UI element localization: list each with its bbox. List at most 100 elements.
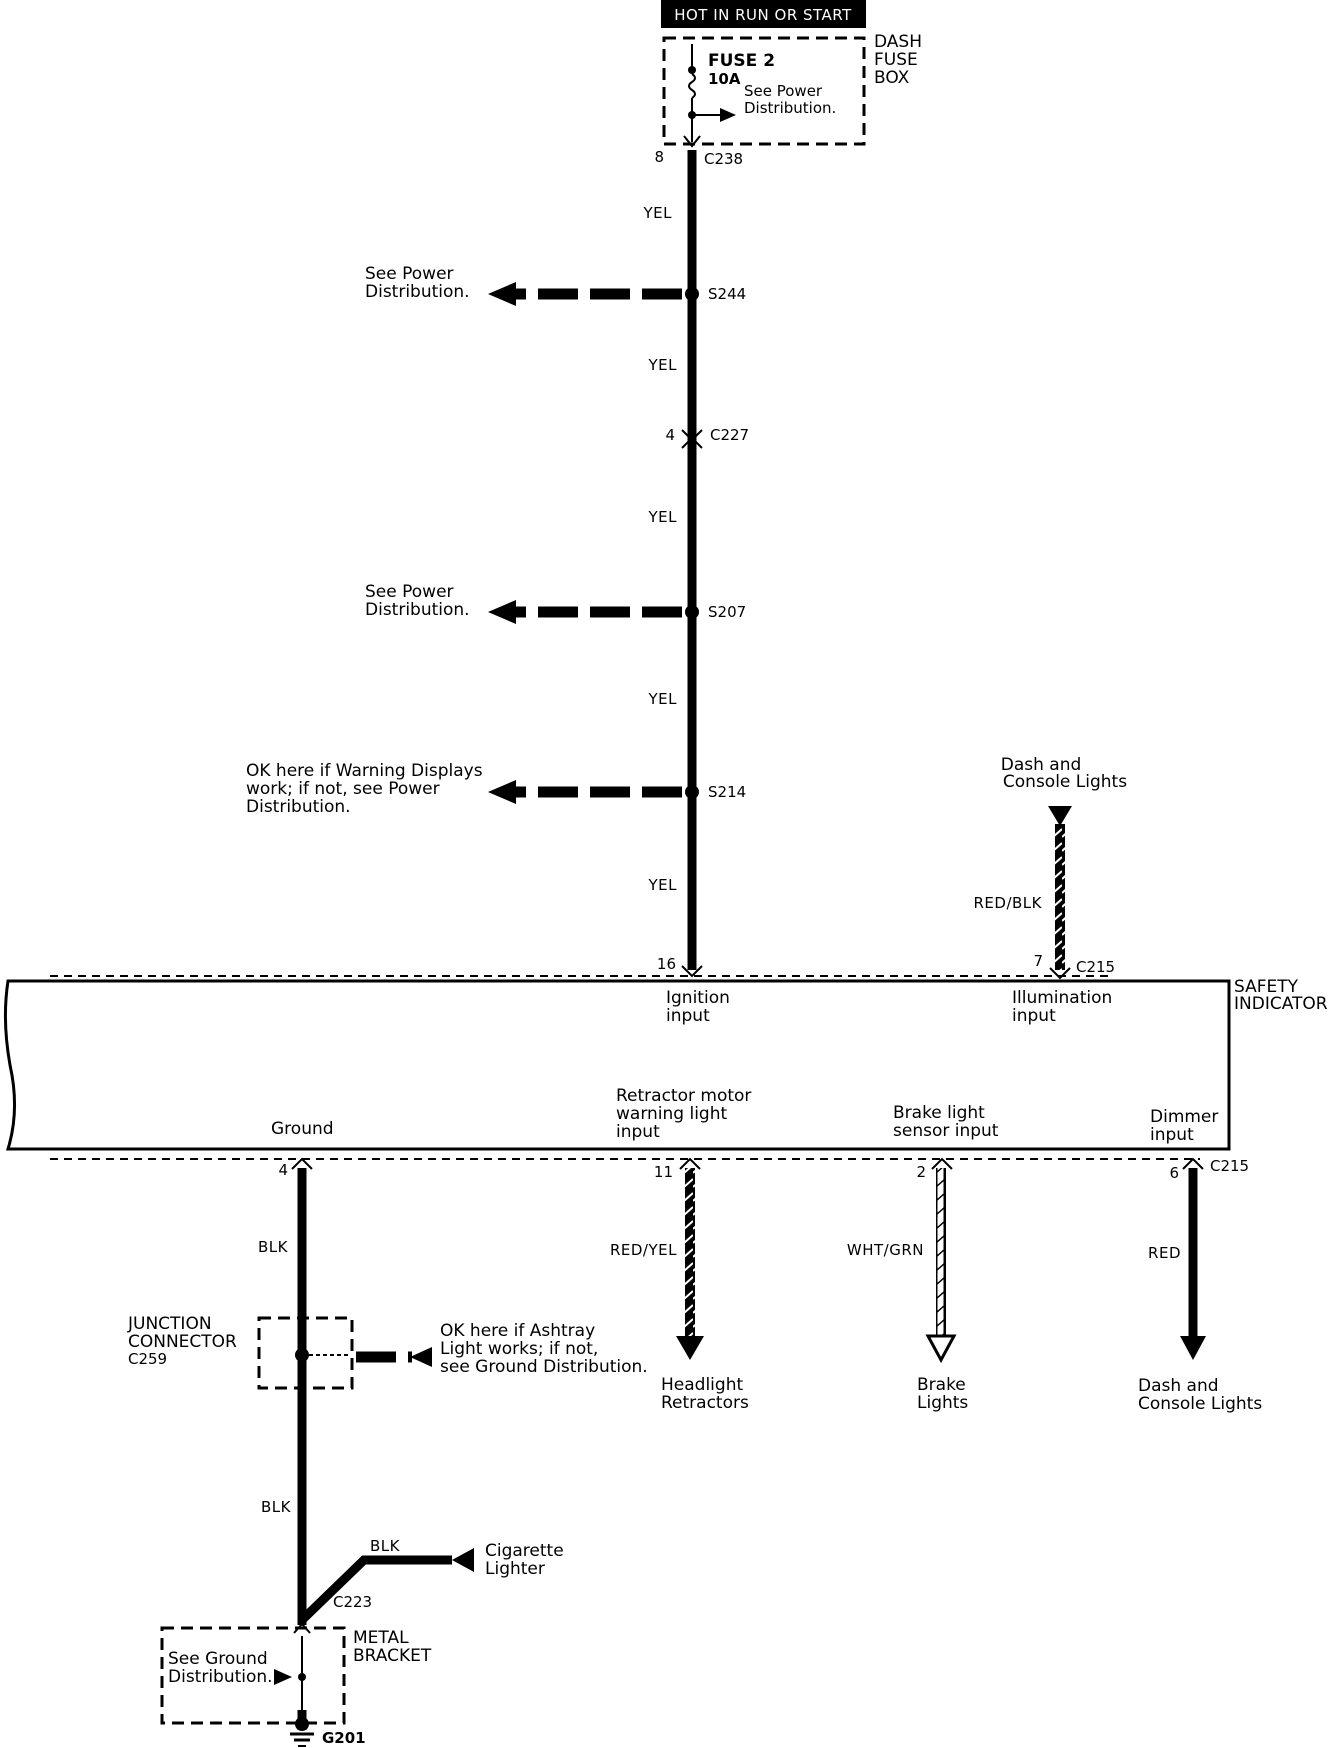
svg-text:Distribution.: Distribution. [744,99,836,117]
fuse-terminal [688,66,696,74]
svg-text:7: 7 [1033,952,1043,970]
svg-text:C223: C223 [333,1593,372,1611]
arrow-left-icon [488,282,516,306]
safety-indicator: SAFETY INDICATOR 16 7 C215 Ignition inpu… [3,952,1328,1182]
svg-text:Distribution.: Distribution. [365,282,470,302]
arrow-down-icon [1180,1336,1206,1360]
svg-text:WHT/GRN: WHT/GRN [847,1241,924,1259]
svg-text:YEL: YEL [648,690,678,708]
svg-text:Lighter: Lighter [485,1559,545,1579]
red-yel-wire: RED/YEL Headlight Retractors [610,1168,749,1413]
fuse-icon [688,73,696,99]
arrow-down-icon [676,1336,704,1360]
svg-text:SAFETY: SAFETY [1234,977,1299,997]
svg-text:C215: C215 [1210,1157,1249,1175]
splice-s214: S214 OK here if Warning Displays work; i… [246,761,746,817]
svg-text:8: 8 [654,148,664,166]
svg-text:Brake light: Brake light [893,1103,985,1123]
arrow-right-icon [720,108,736,122]
svg-text:Retractors: Retractors [661,1393,749,1413]
svg-text:input: input [1150,1125,1194,1145]
svg-text:Distribution.: Distribution. [168,1667,273,1687]
fuse-rating: 10A [708,70,741,88]
svg-text:Distribution.: Distribution. [246,797,351,817]
svg-text:RED: RED [1148,1244,1181,1262]
svg-text:Distribution.: Distribution. [365,600,470,620]
arrow-left-icon [410,1347,432,1367]
svg-text:see Ground Distribution.: see Ground Distribution. [440,1357,648,1377]
svg-text:S244: S244 [708,285,746,303]
svg-text:Console Lights: Console Lights [1003,772,1127,792]
svg-text:6: 6 [1169,1164,1179,1182]
svg-text:Lights: Lights [917,1393,968,1413]
svg-text:Ignition: Ignition [666,988,730,1008]
svg-text:BLK: BLK [261,1498,292,1516]
svg-text:Cigarette: Cigarette [485,1541,564,1561]
arrow-left-icon [488,600,516,624]
svg-text:BLK: BLK [370,1537,401,1555]
svg-text:16: 16 [657,955,676,973]
fuse-label: FUSE 2 [708,51,775,71]
svg-text:Ground: Ground [271,1119,334,1139]
svg-text:Brake: Brake [917,1375,966,1395]
arrow-left-icon [488,780,516,804]
svg-text:BLK: BLK [258,1238,289,1256]
arrow-down-icon [1048,806,1072,826]
power-header: HOT IN RUN OR START [661,0,866,28]
svg-text:Dash and: Dash and [1138,1376,1219,1396]
svg-text:S214: S214 [708,783,746,801]
svg-text:Dimmer: Dimmer [1150,1107,1218,1127]
svg-text:YEL: YEL [648,876,678,894]
svg-text:See Power: See Power [365,582,454,602]
wht-grn-wire: WHT/GRN Brake Lights [847,1168,968,1413]
svg-text:Dash and: Dash and [1001,755,1082,775]
svg-text:BOX: BOX [874,68,910,88]
svg-text:11: 11 [654,1163,673,1181]
svg-text:DASH: DASH [874,32,922,52]
svg-text:input: input [666,1006,710,1026]
red-wire: RED Dash and Console Lights [1138,1168,1262,1414]
svg-text:See Power: See Power [744,82,823,100]
svg-text:Light works; if not,: Light works; if not, [440,1339,598,1359]
svg-text:C259: C259 [128,1350,167,1368]
svg-text:JUNCTION: JUNCTION [127,1314,212,1334]
svg-text:Headlight: Headlight [661,1375,743,1395]
connector-icon [683,135,701,148]
svg-text:warning light: warning light [616,1104,727,1124]
svg-text:Illumination: Illumination [1012,988,1112,1008]
svg-text:YEL: YEL [648,356,678,374]
arrow-left-icon [452,1548,474,1572]
svg-text:C227: C227 [710,426,749,444]
svg-text:See Power: See Power [365,264,454,284]
svg-text:sensor input: sensor input [893,1121,999,1141]
svg-text:G201: G201 [322,1729,366,1747]
svg-text:See Ground: See Ground [168,1649,268,1669]
svg-text:OK here if Warning Displays: OK here if Warning Displays [246,761,483,781]
svg-text:2: 2 [916,1163,926,1181]
svg-text:4: 4 [665,426,675,444]
ground-path: BLK BLK JUNCTION CONNECTOR C259 OK here … [127,1168,648,1747]
connector-c227: 4 C227 [665,426,749,449]
svg-text:Console Lights: Console Lights [1138,1394,1262,1414]
splice-s244: S244 See Power Distribution. [365,264,746,306]
svg-text:RED/BLK: RED/BLK [974,894,1043,912]
splice-s207: S207 See Power Distribution. [365,582,746,624]
header-label: HOT IN RUN OR START [674,6,852,24]
svg-text:FUSE: FUSE [874,50,918,70]
svg-text:C215: C215 [1076,958,1115,976]
svg-text:INDICATOR: INDICATOR [1234,994,1328,1014]
svg-text:CONNECTOR: CONNECTOR [128,1332,237,1352]
arrow-left-icon [274,1669,292,1685]
svg-text:METAL: METAL [353,1628,409,1648]
svg-text:C238: C238 [704,150,743,168]
illumination-wire: Dash and Console Lights RED/BLK [974,755,1127,970]
arrow-down-icon [925,1334,957,1364]
svg-text:4: 4 [278,1161,288,1179]
dash-fuse-box: DASH FUSE BOX FUSE 2 10A See Power Distr… [662,32,922,148]
svg-text:YEL: YEL [643,204,673,222]
svg-text:S207: S207 [708,603,746,621]
svg-text:BRACKET: BRACKET [353,1646,432,1666]
svg-text:work; if not, see Power: work; if not, see Power [246,779,440,799]
svg-text:Retractor motor: Retractor motor [616,1086,751,1106]
